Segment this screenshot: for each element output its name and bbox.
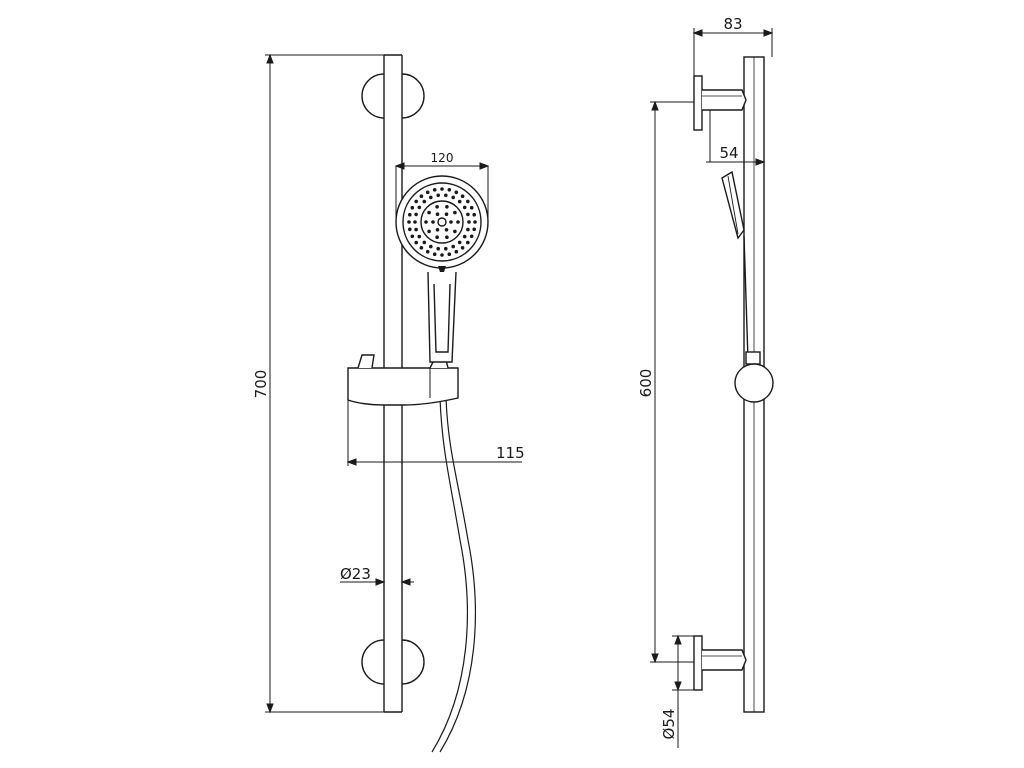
nozzle-dot [453, 229, 457, 234]
nozzle-dot [422, 240, 427, 245]
nozzle-dot [414, 227, 418, 232]
side-top-bracket [693, 75, 747, 131]
dim-115 [346, 398, 522, 466]
nozzle-hub [437, 217, 447, 227]
nozzle-dot [427, 210, 431, 215]
nozzle-dot [444, 193, 448, 198]
nozzle-dot [407, 220, 411, 224]
nozzle-dot [445, 205, 449, 209]
dim-600-label: 600 [637, 369, 655, 398]
dim-54 [706, 110, 766, 166]
nozzle-dot [424, 220, 428, 224]
sliding-holder [347, 354, 459, 406]
nozzle-dot [414, 199, 419, 204]
nozzle-dot [414, 212, 418, 217]
nozzle-dot [447, 188, 452, 192]
nozzle-dot [432, 188, 437, 192]
dim-115-label: 115 [496, 444, 525, 462]
nozzle-dot [460, 194, 465, 198]
nozzle-dot [466, 212, 470, 217]
nozzle-dot [466, 199, 470, 204]
dim-83-label: 83 [723, 15, 742, 33]
nozzle-dot [429, 195, 433, 200]
nozzle-dot [436, 193, 441, 198]
nozzle-pattern [407, 187, 477, 257]
nozzle-dot [460, 246, 465, 250]
dim-120-label: 120 [431, 151, 454, 165]
nozzle-dot [447, 252, 452, 256]
nozzle-dot [419, 246, 424, 250]
nozzle-dot [408, 212, 412, 217]
nozzle-dot [435, 228, 440, 232]
nozzle-dot [432, 252, 437, 256]
nozzle-dot [456, 220, 460, 224]
nozzle-dot [436, 246, 441, 251]
side-bottom-bracket [693, 635, 747, 691]
nozzle-dot [435, 205, 439, 209]
dim-23-label: Ø23 [340, 565, 371, 583]
nozzle-dot [408, 227, 412, 232]
nozzle-dot [422, 199, 427, 204]
nozzle-dot [469, 234, 474, 239]
nozzle-dot [429, 244, 433, 249]
nozzle-dot [427, 229, 431, 234]
nozzle-dot [472, 227, 477, 232]
dim-23 [340, 578, 414, 586]
nozzle-dot [444, 212, 449, 216]
nozzle-dot [451, 195, 456, 200]
nozzle-dot [419, 194, 424, 198]
nozzle-dot [435, 235, 439, 239]
nozzle-dot [453, 210, 457, 215]
front-rail [383, 54, 403, 713]
nozzle-dot [467, 220, 471, 224]
nozzle-dot [473, 220, 477, 224]
nozzle-dot [414, 240, 419, 245]
nozzle-dot [466, 240, 470, 245]
nozzle-dot [417, 205, 422, 210]
nozzle-dot [425, 190, 430, 195]
nozzle-dot [469, 205, 474, 210]
dim-54-label: 54 [719, 144, 738, 162]
nozzle-dot [449, 220, 453, 224]
nozzle-dot [410, 234, 415, 239]
dim-600 [650, 100, 694, 664]
nozzle-dot [466, 227, 470, 232]
nozzle-dot [413, 220, 417, 224]
nozzle-dot [451, 244, 456, 249]
nozzle-dot [462, 234, 467, 239]
front-view: 700 120 115 Ø23 [252, 53, 525, 753]
nozzle-dot [425, 249, 430, 254]
nozzle-dot [462, 205, 467, 210]
side-holder [734, 351, 774, 403]
side-handshower [721, 170, 749, 361]
handshower-head [395, 175, 489, 272]
hose [431, 397, 477, 753]
nozzle-dot [454, 249, 459, 254]
nozzle-dot [431, 220, 435, 224]
nozzle-dot [440, 187, 444, 191]
side-view: 83 54 600 Ø54 [637, 15, 774, 748]
nozzle-dot [445, 235, 449, 239]
nozzle-dot [444, 246, 448, 251]
front-top-bracket [361, 73, 425, 119]
nozzle-dot [457, 199, 462, 204]
dim-700 [265, 53, 384, 714]
nozzle-dot [457, 240, 462, 245]
dim-54-diameter [672, 634, 694, 748]
dim-120 [394, 162, 490, 222]
nozzle-dot [410, 205, 415, 210]
dim-700-label: 700 [252, 370, 270, 399]
front-bottom-bracket [361, 639, 425, 685]
dim-54-diameter-label: Ø54 [660, 709, 678, 740]
handshower-handle [427, 271, 457, 363]
nozzle-dot [472, 212, 477, 217]
nozzle-dot [440, 253, 444, 257]
nozzle-dot [454, 190, 459, 195]
nozzle-dot [435, 212, 440, 216]
nozzle-dot [417, 234, 422, 239]
dim-83 [692, 28, 774, 76]
nozzle-dot [444, 228, 449, 232]
